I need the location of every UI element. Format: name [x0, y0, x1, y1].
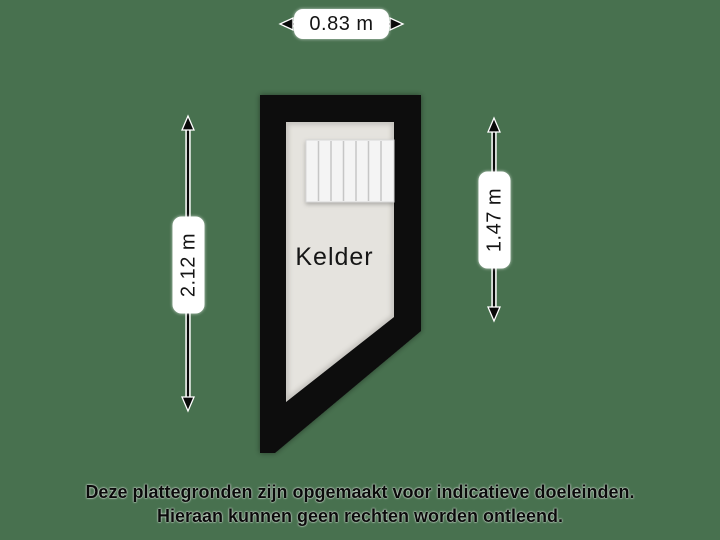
- stairs-icon: [305, 139, 395, 203]
- disclaimer-line-1: Deze plattegronden zijn opgemaakt voor i…: [85, 482, 635, 502]
- dimension-label-height-left: 2.12 m: [172, 216, 205, 314]
- arrow-left-icon: [278, 16, 294, 32]
- arrow-up-icon: [487, 116, 501, 133]
- arrow-up-icon: [181, 114, 195, 131]
- arrow-right-icon: [389, 16, 405, 32]
- room-label: Kelder: [295, 243, 374, 271]
- arrow-down-icon: [181, 396, 195, 413]
- dimension-label-width: 0.83 m: [294, 9, 389, 39]
- disclaimer-line-2: Hieraan kunnen geen rechten worden ontle…: [156, 506, 564, 526]
- disclaimer-text: Deze plattegronden zijn opgemaakt voor i…: [0, 480, 720, 528]
- arrow-down-icon: [487, 306, 501, 323]
- dimension-label-height-right: 1.47 m: [478, 171, 511, 269]
